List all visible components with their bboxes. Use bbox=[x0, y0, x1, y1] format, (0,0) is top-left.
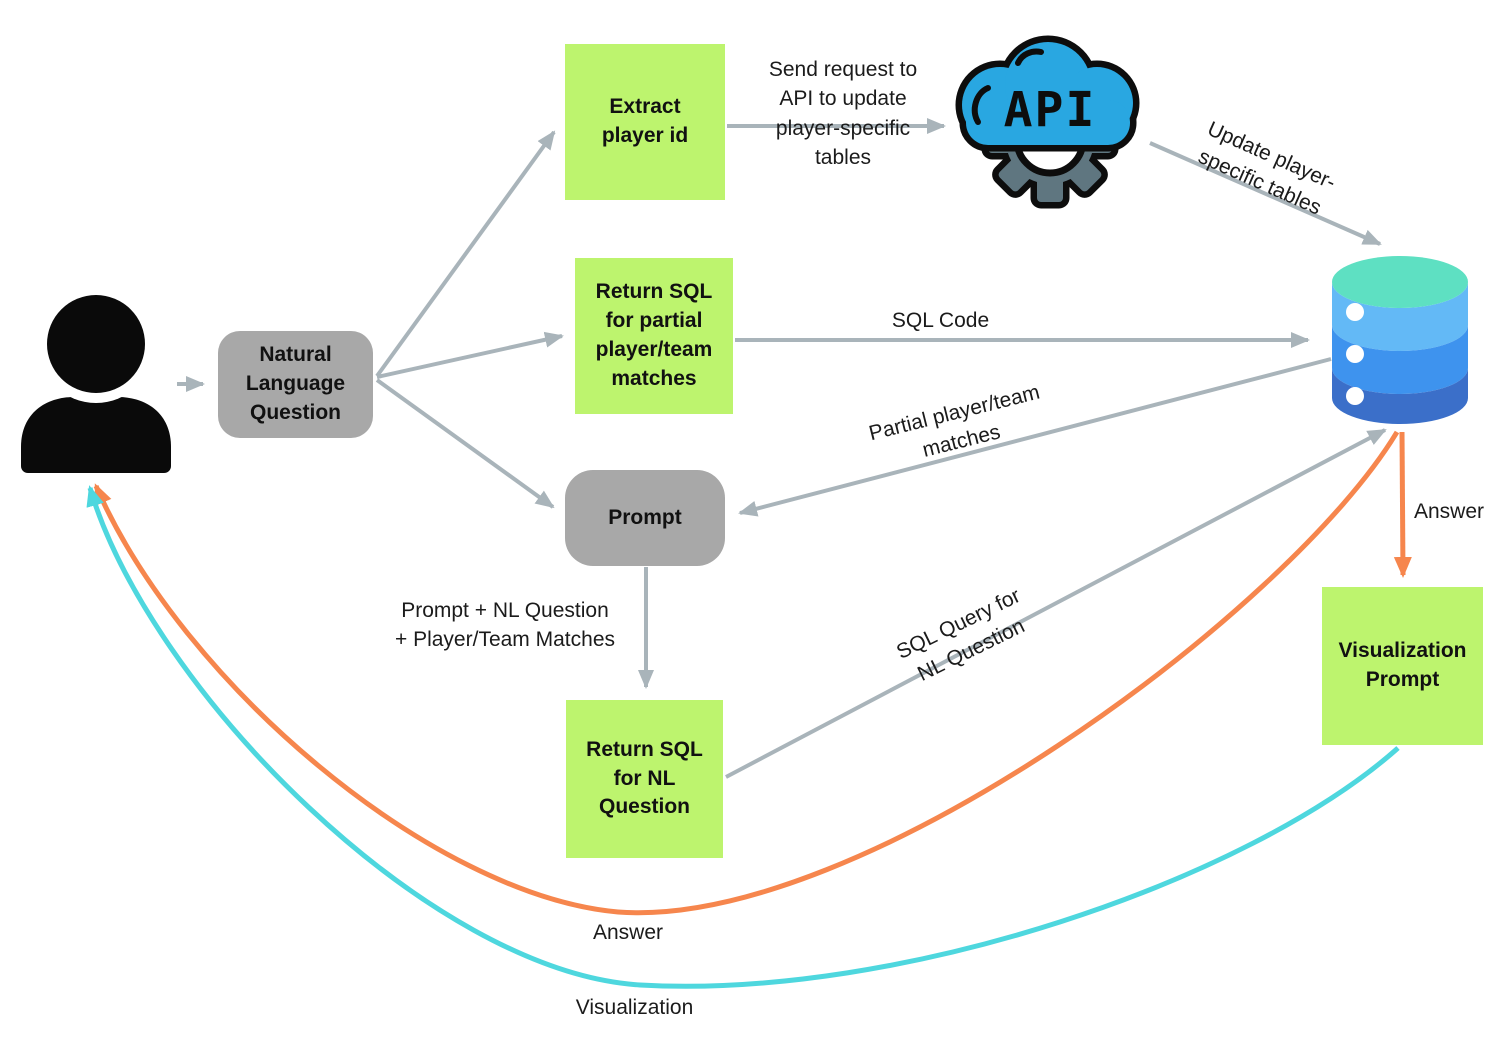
edge-database-to-user-answer bbox=[93, 430, 1400, 916]
edge-nlq-to-extract bbox=[375, 130, 556, 378]
edge-visualization-prompt-to-user bbox=[86, 485, 1400, 989]
label-answer-to-user: Answer bbox=[592, 921, 664, 944]
node-return-sql-nl: Return SQL for NL Question bbox=[566, 700, 723, 858]
node-return-sql-partial: Return SQL for partial player/team match… bbox=[575, 258, 733, 414]
node-extract-player-id: Extract player id bbox=[565, 44, 725, 200]
label-send-request: Send request to API to update player-spe… bbox=[768, 58, 918, 170]
api-icon: API bbox=[955, 35, 1140, 209]
edge-return-sql-nl-to-database bbox=[725, 428, 1387, 779]
node-natural-language-question: Natural Language Question bbox=[218, 331, 373, 438]
api-label: API bbox=[1004, 82, 1097, 138]
label-answer-to-visualization: Answer bbox=[1414, 500, 1485, 523]
person-icon bbox=[21, 287, 171, 473]
edge-api-to-database bbox=[1149, 141, 1382, 246]
edge-nlq-to-return-sql-partial bbox=[376, 331, 564, 379]
label-visualization: Visualization bbox=[575, 996, 694, 1019]
label-sql-code: SQL Code bbox=[891, 309, 990, 332]
cloud-icon: API bbox=[955, 35, 1140, 152]
edge-database-to-prompt bbox=[738, 357, 1332, 517]
edge-database-to-visualization-prompt bbox=[1393, 431, 1412, 578]
node-prompt: Prompt bbox=[565, 470, 725, 566]
node-visualization-prompt: Visualization Prompt bbox=[1322, 587, 1483, 745]
edge-nlq-to-prompt bbox=[375, 378, 555, 509]
label-prompt-plus: Prompt + NL Question + Player/Team Match… bbox=[394, 599, 615, 652]
database-icon bbox=[1332, 256, 1468, 424]
